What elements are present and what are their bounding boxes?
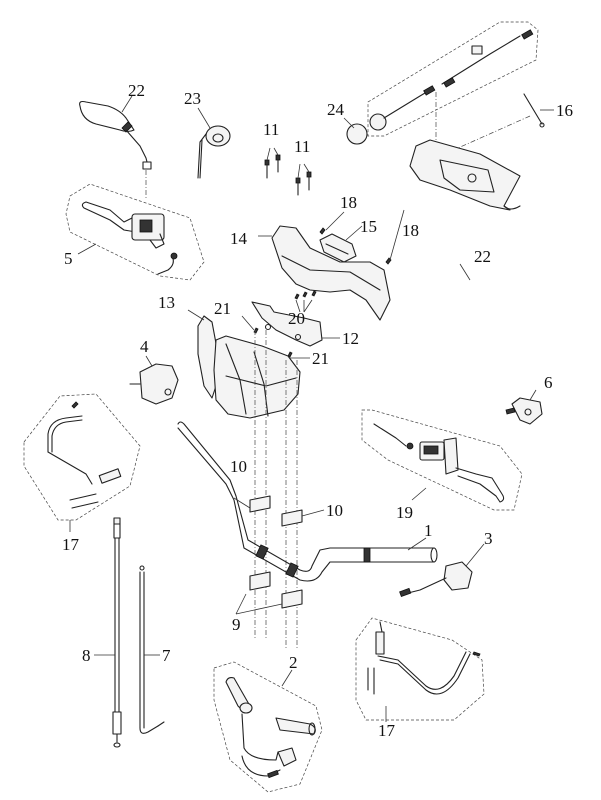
callout-11-right: 11	[294, 137, 310, 156]
callout-22-right: 22	[474, 247, 491, 266]
callout-23: 23	[184, 89, 201, 108]
part-8-throttle-cable[interactable]	[112, 517, 122, 748]
callout-17-left: 17	[62, 535, 80, 554]
callout-11-left: 11	[263, 120, 279, 139]
callout-10-left: 10	[230, 457, 247, 476]
callout-1: 1	[424, 521, 433, 540]
part-20-screws[interactable]	[294, 290, 317, 300]
callout-3: 3	[484, 529, 493, 548]
part-10-upper-holders[interactable]	[249, 495, 303, 527]
part-18-screws[interactable]	[319, 227, 392, 265]
callout-18-right: 18	[402, 221, 419, 240]
part-15-switch-panel[interactable]	[319, 233, 357, 263]
part-3-right-handlebar-switch[interactable]	[399, 561, 473, 598]
callout-2: 2	[289, 653, 298, 672]
part-11-bolts[interactable]	[264, 154, 312, 196]
part-17-right-brake-hose[interactable]	[355, 617, 485, 721]
callout-18-left: 18	[340, 193, 357, 212]
part-13-front-handlebar-cover[interactable]	[197, 315, 301, 419]
callout-15: 15	[360, 217, 377, 236]
callout-labels: 22 23 11 11 24 16 5 14 18 15 18 22 13 21…	[62, 81, 573, 740]
part-ignition-wiring-group[interactable]	[367, 21, 539, 160]
callout-19: 19	[396, 503, 413, 522]
callout-21-bottom: 21	[312, 349, 329, 368]
part-9-lower-holders[interactable]	[249, 571, 303, 609]
callout-7: 7	[162, 646, 171, 665]
part-4-brake-master-cylinder[interactable]	[129, 363, 179, 405]
callout-21-top: 21	[214, 299, 231, 318]
callout-16: 16	[556, 101, 573, 120]
part-7-cable[interactable]	[139, 565, 165, 734]
callout-12: 12	[342, 329, 359, 348]
leader-lines	[69, 95, 554, 722]
part-1-handlebar[interactable]	[177, 421, 438, 582]
callout-5: 5	[64, 249, 73, 268]
part-5-left-brake-lever-assembly[interactable]	[65, 183, 205, 281]
callout-13: 13	[158, 293, 175, 312]
part-23-switch[interactable]	[197, 125, 231, 179]
part-6-clamp[interactable]	[505, 397, 543, 425]
callout-6: 6	[544, 373, 553, 392]
callout-17-right: 17	[378, 721, 396, 740]
callout-22-left: 22	[128, 81, 145, 100]
callout-24: 24	[327, 100, 345, 119]
part-16-cable-tie[interactable]	[457, 93, 545, 149]
callout-14: 14	[230, 229, 248, 248]
callout-10-right: 10	[326, 501, 343, 520]
part-12-bracket[interactable]	[251, 301, 323, 347]
callout-8: 8	[82, 646, 91, 665]
part-instrument-housing[interactable]	[409, 139, 521, 211]
part-14-rear-handlebar-cover[interactable]	[271, 225, 391, 321]
callout-20: 20	[288, 309, 305, 328]
part-19-right-brake-lever-assembly[interactable]	[361, 409, 523, 511]
callout-9: 9	[232, 615, 241, 634]
part-17-left-brake-hose[interactable]	[23, 393, 141, 521]
callout-4: 4	[140, 337, 149, 356]
part-24-cap[interactable]	[346, 123, 368, 145]
part-22-left-mirror[interactable]	[79, 100, 152, 201]
part-2-throttle-grip-assembly[interactable]	[213, 661, 323, 793]
